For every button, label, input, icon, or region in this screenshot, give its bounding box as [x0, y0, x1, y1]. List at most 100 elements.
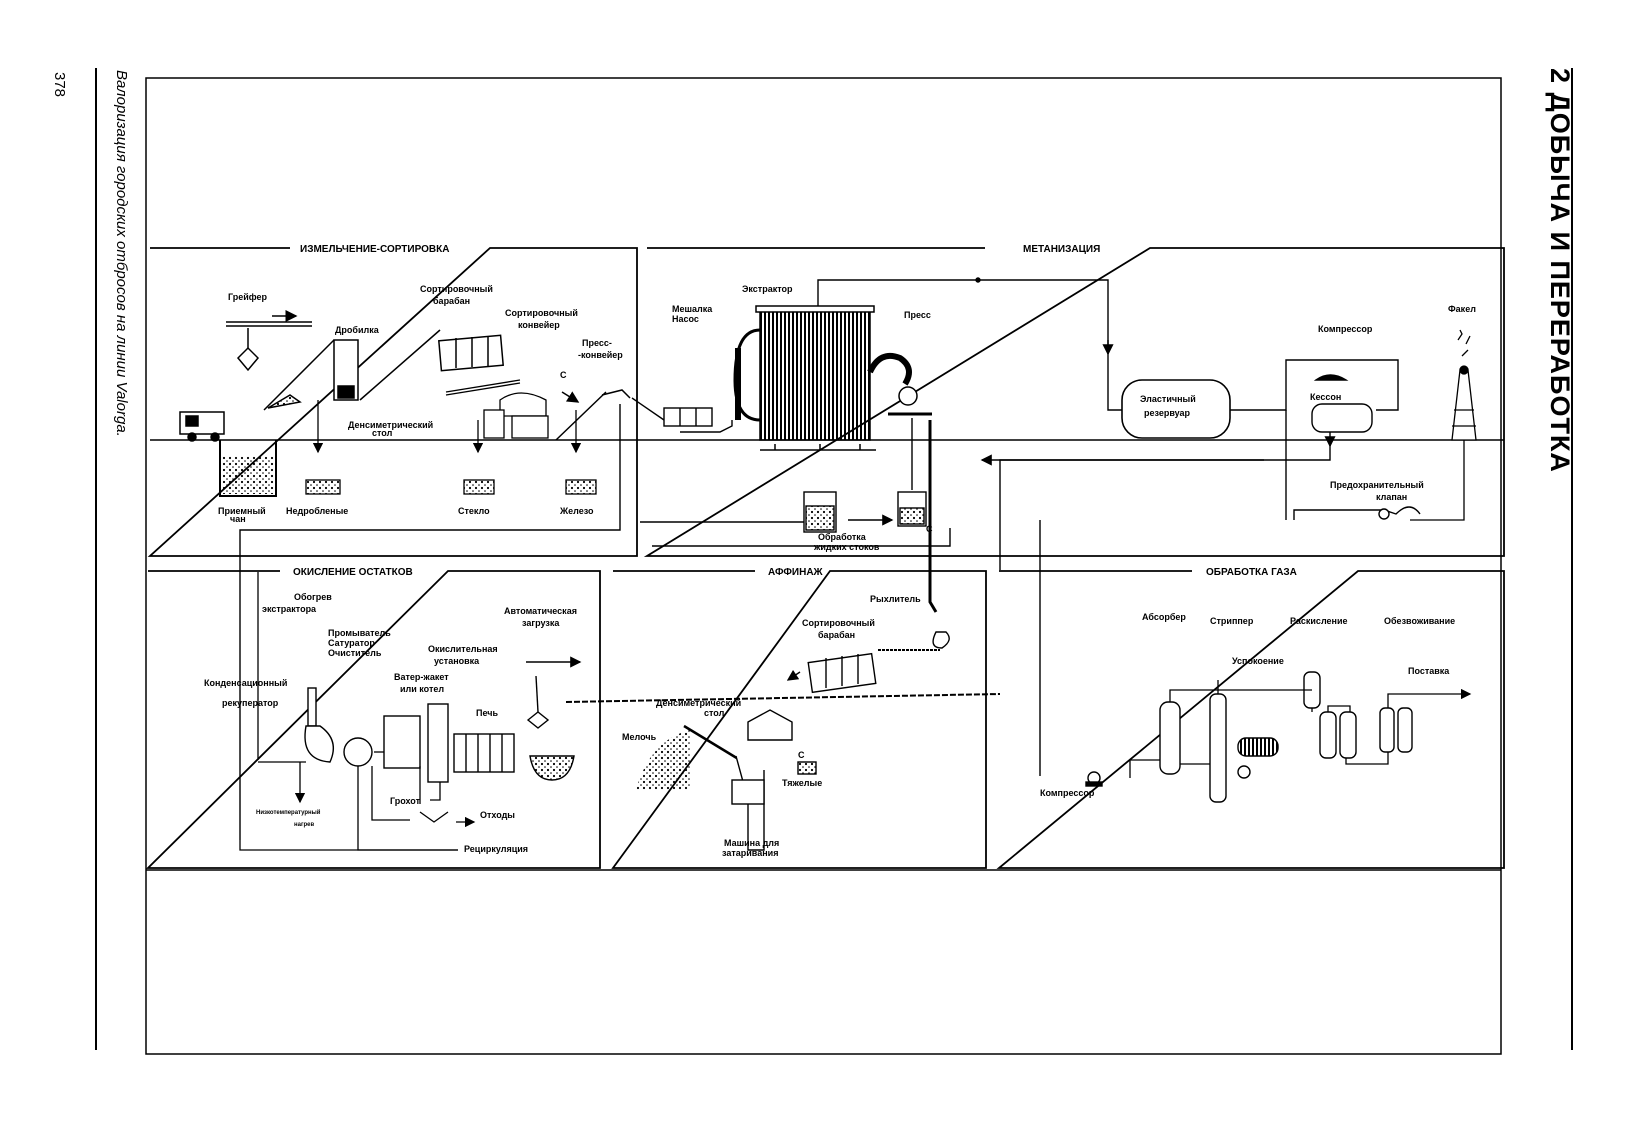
- sorting-conveyor: [445, 379, 549, 439]
- refining-equipment: [636, 631, 950, 851]
- label-uncrushed: Недробленые: [286, 506, 348, 516]
- label-c-2: C: [926, 524, 933, 534]
- gas-equipment: [1085, 671, 1413, 803]
- label-press: Пресс: [904, 310, 931, 320]
- flare: [1410, 329, 1477, 521]
- digester: [733, 305, 932, 451]
- compressor-caisson: [999, 359, 1421, 776]
- label-receiving-1: Приемный: [218, 506, 266, 516]
- oxidation-section: ОКИСЛЕНИЕ ОСТАТКОВ: [145, 567, 601, 869]
- label-low-temp-2: нагрев: [294, 822, 314, 828]
- label-settling: Успокоение: [1232, 656, 1284, 666]
- label-sort-drum-r1: Сортировочный: [802, 618, 875, 628]
- label-water-jacket-2: или котел: [400, 684, 444, 694]
- label-oxid-unit-2: установка: [434, 656, 480, 666]
- label-liquid-1: Обработка: [818, 532, 867, 542]
- label-liquid-2: жидких стоков: [813, 542, 880, 552]
- shredding-section-title: ИЗМЕЛЬЧЕНИЕ-СОРТИРОВКА: [300, 244, 449, 255]
- label-waste: Отходы: [480, 810, 515, 820]
- bins: [305, 400, 597, 495]
- gas-piping: [817, 277, 1122, 411]
- label-press-conv-1: Пресс-: [582, 338, 612, 348]
- grab: [226, 310, 312, 372]
- refining-section: АФФИНАЖ: [611, 567, 987, 869]
- label-iron: Железо: [559, 506, 594, 516]
- label-fines: Мелочь: [622, 732, 657, 742]
- methanization-labels: Мешалка Насос Экстрактор Пресс Компрессо…: [672, 284, 1476, 552]
- oxidation-piping: [239, 572, 1001, 851]
- label-dens-table-2: стол: [372, 428, 393, 438]
- label-bagging-2: затаривания: [722, 848, 778, 858]
- feed-conveyor: [631, 397, 733, 433]
- label-sort-conv-2: конвейер: [518, 320, 560, 330]
- label-washer-1: Промыватель: [328, 628, 391, 638]
- outer-frame: [145, 77, 1502, 1055]
- methanization-section: МЕТАНИЗАЦИЯ: [643, 244, 1505, 557]
- shredding-labels: Грейфер Дробилка Сортировочный барабан С…: [218, 284, 623, 524]
- label-safety-1: Предохранительный: [1330, 480, 1424, 490]
- label-water-jacket-1: Ватер-жакет: [394, 672, 449, 682]
- oxidation-equipment: [304, 656, 582, 783]
- label-sort-conv-1: Сортировочный: [505, 308, 578, 318]
- return-lines: [239, 404, 1264, 840]
- label-dens-table-r2: стол: [704, 708, 725, 718]
- label-receiving-2: чан: [230, 514, 246, 524]
- liquid-treatment: [640, 418, 938, 613]
- label-furnace: Печь: [476, 708, 498, 718]
- label-extractor-heat-1: Обогрев: [294, 592, 332, 602]
- label-condensing-1: Конденсационный: [204, 678, 287, 688]
- label-auto-load-1: Автоматическая: [504, 606, 577, 616]
- label-dens-table-r1: Денсиметрический: [656, 698, 741, 708]
- label-oxid-unit-1: Окислительная: [428, 644, 498, 654]
- label-safety-2: клапан: [1376, 492, 1407, 502]
- crusher: [263, 339, 359, 411]
- label-auto-load-2: загрузка: [522, 618, 560, 628]
- label-sort-drum-r2: барабан: [818, 630, 855, 640]
- label-c-3: C: [798, 750, 805, 760]
- label-bagging-1: Машина для: [724, 838, 779, 848]
- gas-section: ОБРАБОТКА ГАЗА: [996, 567, 1505, 869]
- press-conveyor: [555, 389, 631, 441]
- label-dehydration: Обезвоживание: [1384, 616, 1455, 626]
- label-sort-drum-1: Сортировочный: [420, 284, 493, 294]
- label-stripper: Стриппер: [1210, 616, 1254, 626]
- label-grab: Грейфер: [228, 292, 268, 302]
- label-dens-table-1: Денсиметрический: [348, 420, 433, 430]
- label-extractor-heat-2: экстрактора: [262, 604, 317, 614]
- receiving-pit: [219, 440, 277, 497]
- label-sort-drum-2: барабан: [433, 296, 470, 306]
- refining-section-title: АФФИНАЖ: [768, 567, 824, 578]
- truck: [179, 411, 225, 442]
- label-loosener: Рыхлитель: [870, 594, 921, 604]
- label-washer-2: Сатуратор: [328, 638, 375, 648]
- oxidation-section-title: ОКИСЛЕНИЕ ОСТАТКОВ: [293, 567, 413, 578]
- label-washer-3: Очиститель: [328, 648, 382, 658]
- label-delivery: Поставка: [1408, 666, 1450, 676]
- label-glass: Стекло: [458, 506, 490, 516]
- shredding-section: ИЗМЕЛЬЧЕНИЕ-СОРТИРОВКА: [147, 244, 638, 557]
- label-press-conv-2: -конвейер: [578, 350, 623, 360]
- label-low-temp-1: Низкотемпературный: [256, 809, 321, 816]
- label-mixer-2: Насос: [672, 314, 699, 324]
- label-compressor-bottom: Компрессор: [1040, 788, 1095, 798]
- label-flare: Факел: [1448, 304, 1476, 314]
- refining-labels: Рыхлитель Сортировочный барабан Денсимет…: [622, 594, 921, 858]
- label-recirculation: Рециркуляция: [464, 844, 528, 854]
- methanization-section-title: МЕТАНИЗАЦИЯ: [1023, 244, 1100, 255]
- label-heavy: Тяжелые: [782, 778, 822, 788]
- label-compressor-top: Компрессор: [1318, 324, 1373, 334]
- gas-piping-2: [1129, 680, 1472, 778]
- gas-section-title: ОБРАБОТКА ГАЗА: [1206, 567, 1297, 578]
- label-elastic-1: Эластичный: [1140, 394, 1196, 404]
- sorting-drum: [359, 329, 505, 401]
- label-absorber: Абсорбер: [1142, 612, 1186, 622]
- gas-labels: Абсорбер Стриппер Раскисление Обезвожива…: [1040, 612, 1455, 798]
- label-screen: Грохот: [390, 796, 421, 806]
- oxidation-labels: Обогрев экстрактора Промыватель Сатурато…: [204, 592, 577, 854]
- label-extractor: Экстрактор: [742, 284, 793, 294]
- elastic-reservoir: Эластичный резервуар: [1121, 379, 1231, 439]
- label-crusher: Дробилка: [335, 325, 380, 335]
- label-deoxidation: Раскисление: [1290, 616, 1348, 626]
